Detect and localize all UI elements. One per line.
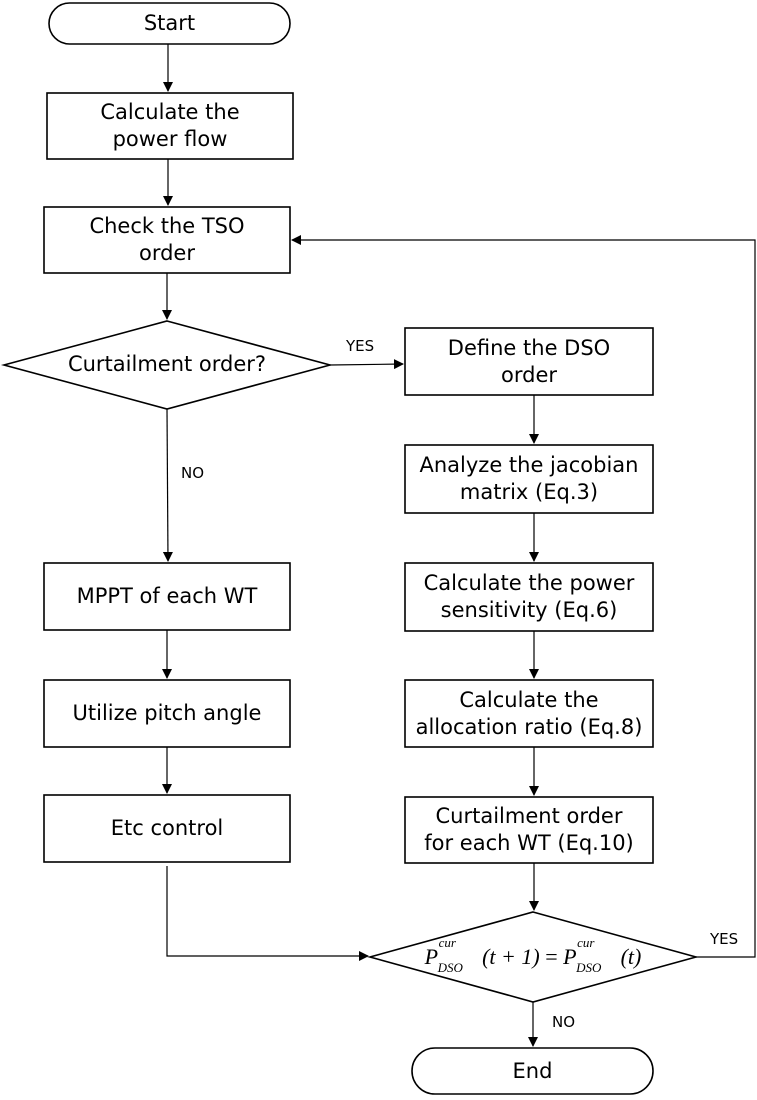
allocation-box — [404, 679, 654, 748]
power-flow-box — [46, 92, 294, 160]
pitch-box — [43, 679, 291, 748]
tso-order-label: Check the TSO order — [89, 214, 245, 265]
power-flow-label: Calculate the power flow — [100, 100, 240, 151]
no-label-decision: NO — [181, 464, 205, 482]
dso-order-label: Define the DSO order — [447, 335, 611, 387]
mppt-box — [43, 562, 291, 631]
yes-label-loop: YES — [710, 930, 739, 948]
formula-equals: = — [545, 944, 558, 969]
curtail-each-box — [404, 796, 654, 864]
mppt-label: MPPT of each WT — [76, 584, 258, 608]
pitch-label: Utilize pitch angle — [72, 701, 262, 725]
yes-label-decision: YES — [346, 337, 375, 355]
etc-label: Etc control — [110, 816, 224, 840]
no-label-end: NO — [552, 1013, 576, 1031]
formula-sup-left: cur — [438, 935, 456, 950]
formula-sup-right: cur — [577, 935, 595, 950]
dso-order-box — [404, 327, 654, 396]
edge-decision-no — [162, 408, 173, 562]
edge-equality-yes-loop — [291, 235, 756, 958]
curtailment-decision-label: Curtailment order? — [67, 351, 267, 376]
formula-sub-left: DSO — [437, 960, 463, 975]
jacobian-label: Analyze the jacobian matrix (Eq.3) — [419, 453, 639, 504]
formula-lhs-arg: (t + 1) — [482, 944, 540, 969]
end-label: End — [512, 1058, 553, 1083]
end-terminal — [411, 1047, 654, 1095]
curtail-each-label: Curtailment order for each WT (Eq.10) — [424, 804, 634, 855]
allocation-label: Calculate the allocation ratio (Eq.8) — [415, 687, 643, 739]
formula-sub-right: DSO — [576, 960, 602, 975]
edge-decision-yes — [329, 359, 404, 370]
start-label: Start — [143, 11, 196, 35]
formula-rhs-arg: (t) — [620, 944, 642, 969]
start-terminal — [48, 2, 291, 45]
sensitivity-box — [404, 562, 654, 632]
etc-box — [43, 794, 291, 863]
edge-etc-equality — [166, 866, 369, 961]
tso-order-box — [43, 206, 291, 274]
sensitivity-label: Calculate the power sensitivity (Eq.6) — [423, 571, 635, 622]
jacobian-box — [404, 444, 654, 514]
